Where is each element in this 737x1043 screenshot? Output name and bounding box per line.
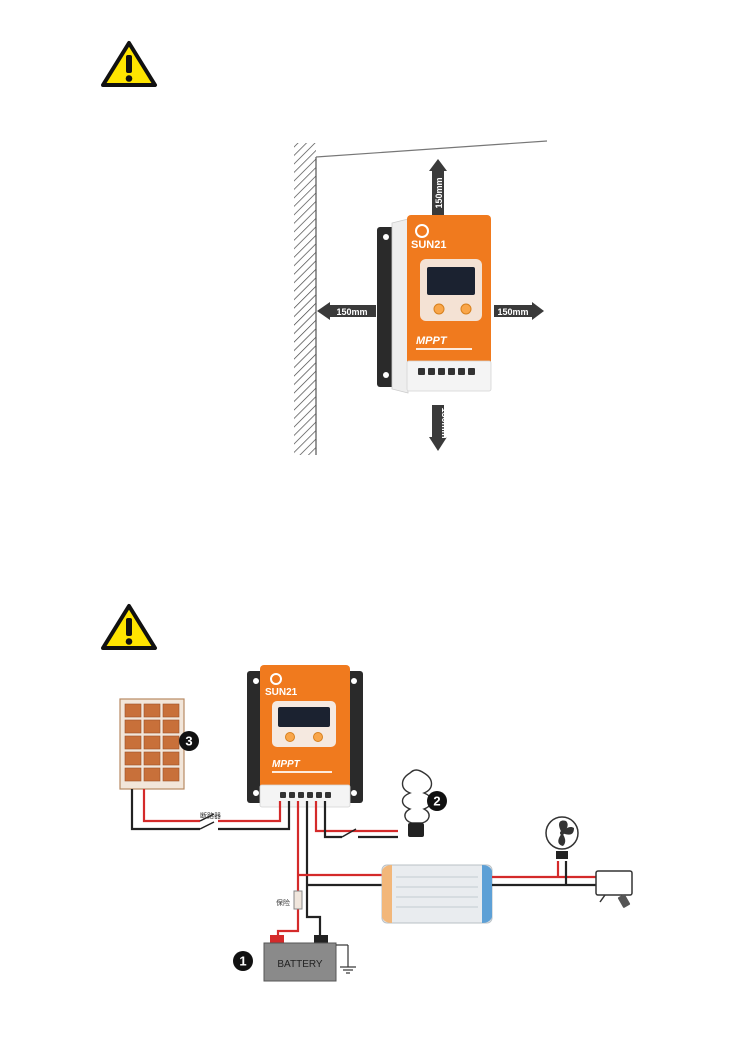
battery-wires — [278, 801, 320, 939]
ground-icon — [336, 945, 356, 973]
inverter-device — [382, 865, 492, 923]
battery-icon — [264, 935, 336, 981]
fuse-icon — [294, 891, 302, 909]
mounting-clearance-figure: 150mm 150mm 150mm 150mm — [280, 135, 555, 460]
button-right-icon — [314, 733, 323, 742]
brand-label: SUN21 — [265, 687, 298, 698]
fuse-label: 保险 — [276, 898, 290, 907]
marker-1-label: 1 — [239, 954, 246, 969]
clearance-top-label: 150mm — [434, 177, 444, 208]
battery-label: BATTERY — [277, 959, 323, 970]
solar-panel-icon — [120, 699, 184, 789]
warning-triangle-icon — [100, 603, 158, 651]
ceiling-line — [316, 141, 547, 157]
inverter-wires — [298, 875, 382, 885]
clearance-left-label: 150mm — [336, 307, 367, 317]
product-label: MPPT — [272, 759, 301, 770]
clearance-bottom-label: 150mm — [440, 407, 450, 438]
product-label: MPPT — [416, 335, 448, 347]
wall-hatching — [294, 143, 316, 455]
warning-triangle-icon — [100, 40, 158, 88]
marker-3-label: 3 — [185, 734, 192, 749]
button-left-icon — [434, 304, 444, 314]
clearance-right-label: 150mm — [497, 307, 528, 317]
brand-label: SUN21 — [411, 239, 446, 251]
tv-icon — [596, 871, 632, 908]
breaker-label: 断路器 — [200, 811, 221, 820]
button-left-icon — [286, 733, 295, 742]
charge-controller-device: SUN21 MPPT — [247, 665, 363, 807]
wiring-diagram: 3 SUN21 MPPT — [100, 655, 660, 995]
fan-icon — [546, 817, 578, 859]
charge-controller-device: SUN21 MPPT — [377, 215, 491, 393]
marker-2-label: 2 — [433, 794, 440, 809]
light-bulb-icon — [403, 770, 432, 837]
button-right-icon — [461, 304, 471, 314]
ac-wires — [492, 861, 596, 885]
